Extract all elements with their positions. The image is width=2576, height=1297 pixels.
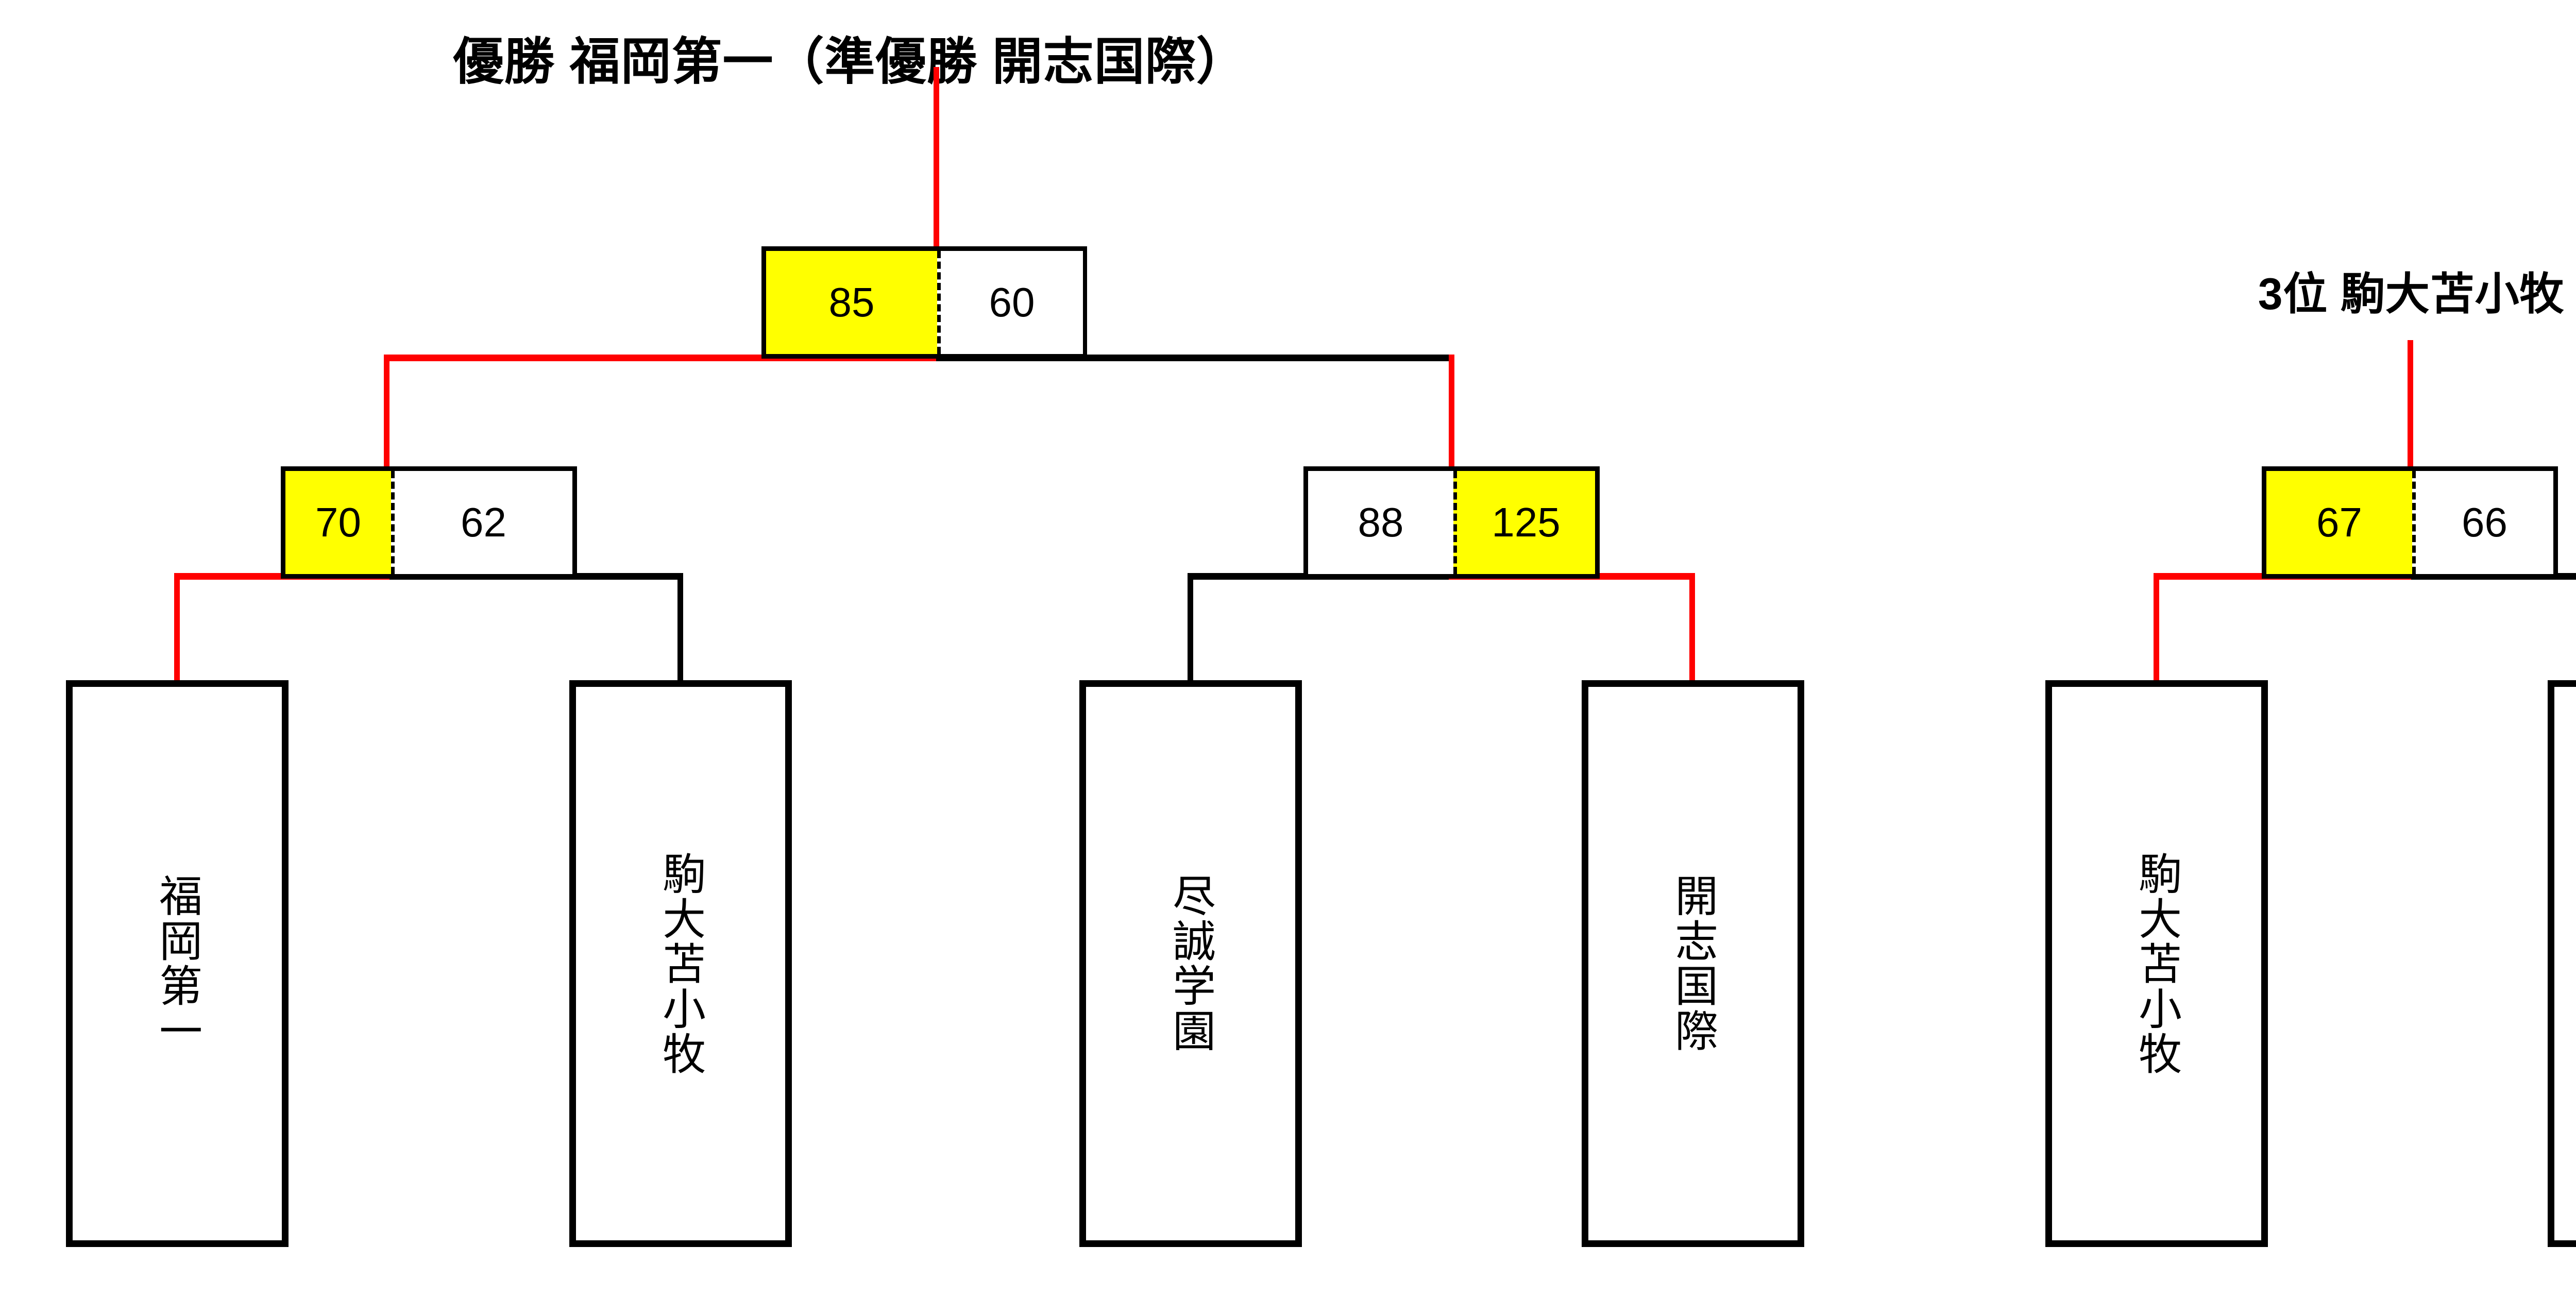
semifinal-left-right-score: 62 <box>391 471 572 574</box>
third-place-left-score: 67 <box>2266 471 2412 574</box>
team-name-label: 尽誠学園 <box>1166 873 1215 1054</box>
winner-path-team1-drop <box>174 573 180 684</box>
semifinal-left-left-score: 70 <box>285 471 391 574</box>
third-place-winner-path-to-title <box>2408 340 2413 469</box>
team-name-label: 駒大苫小牧 <box>2132 851 2181 1076</box>
final-left-score: 85 <box>766 251 937 354</box>
winner-path-semileft-riser <box>384 355 389 468</box>
winner-path-team4-drop <box>1689 573 1695 684</box>
team-box-kaishi-kokusai: 開志国際 <box>1582 680 1804 1247</box>
semifinal-right-left-score: 88 <box>1308 471 1453 574</box>
team-box-komadai-tomakomai-2: 駒大苫小牧 <box>2045 680 2268 1247</box>
third-place-title: 3位 駒大苫小牧 <box>2258 269 2565 319</box>
team-box-jinsei-gakuen-2: 尽誠学園 <box>2548 680 2576 1247</box>
third-place-right-score: 66 <box>2412 471 2553 574</box>
semifinal-right-right-score: 125 <box>1453 471 1595 574</box>
team-name-label: 開志国際 <box>1669 873 1718 1054</box>
final-match-score-box: 85 60 <box>761 246 1087 359</box>
winner-path-semiright-riser <box>1449 355 1454 468</box>
team-name-label: 駒大苫小牧 <box>656 851 705 1076</box>
team-box-komadai-tomakomai-1: 駒大苫小牧 <box>569 680 792 1247</box>
champion-title: 優勝 福岡第一（準優勝 開志国際） <box>453 33 1247 90</box>
final-right-score: 60 <box>937 251 1083 354</box>
winner-path-final-to-title <box>934 67 939 247</box>
third-place-team5-drop <box>2154 573 2159 684</box>
team-box-fukuoka-daiichi: 福岡第一 <box>66 680 289 1247</box>
team3-drop <box>1188 573 1193 684</box>
team-name-label: 福岡第一 <box>153 873 202 1054</box>
team-box-jinsei-gakuen-1: 尽誠学園 <box>1079 680 1302 1247</box>
team2-drop <box>677 573 683 684</box>
semifinal-left-score-box: 70 62 <box>281 466 577 579</box>
semifinal-right-score-box: 88 125 <box>1303 466 1600 579</box>
third-place-match-score-box: 67 66 <box>2262 466 2558 579</box>
